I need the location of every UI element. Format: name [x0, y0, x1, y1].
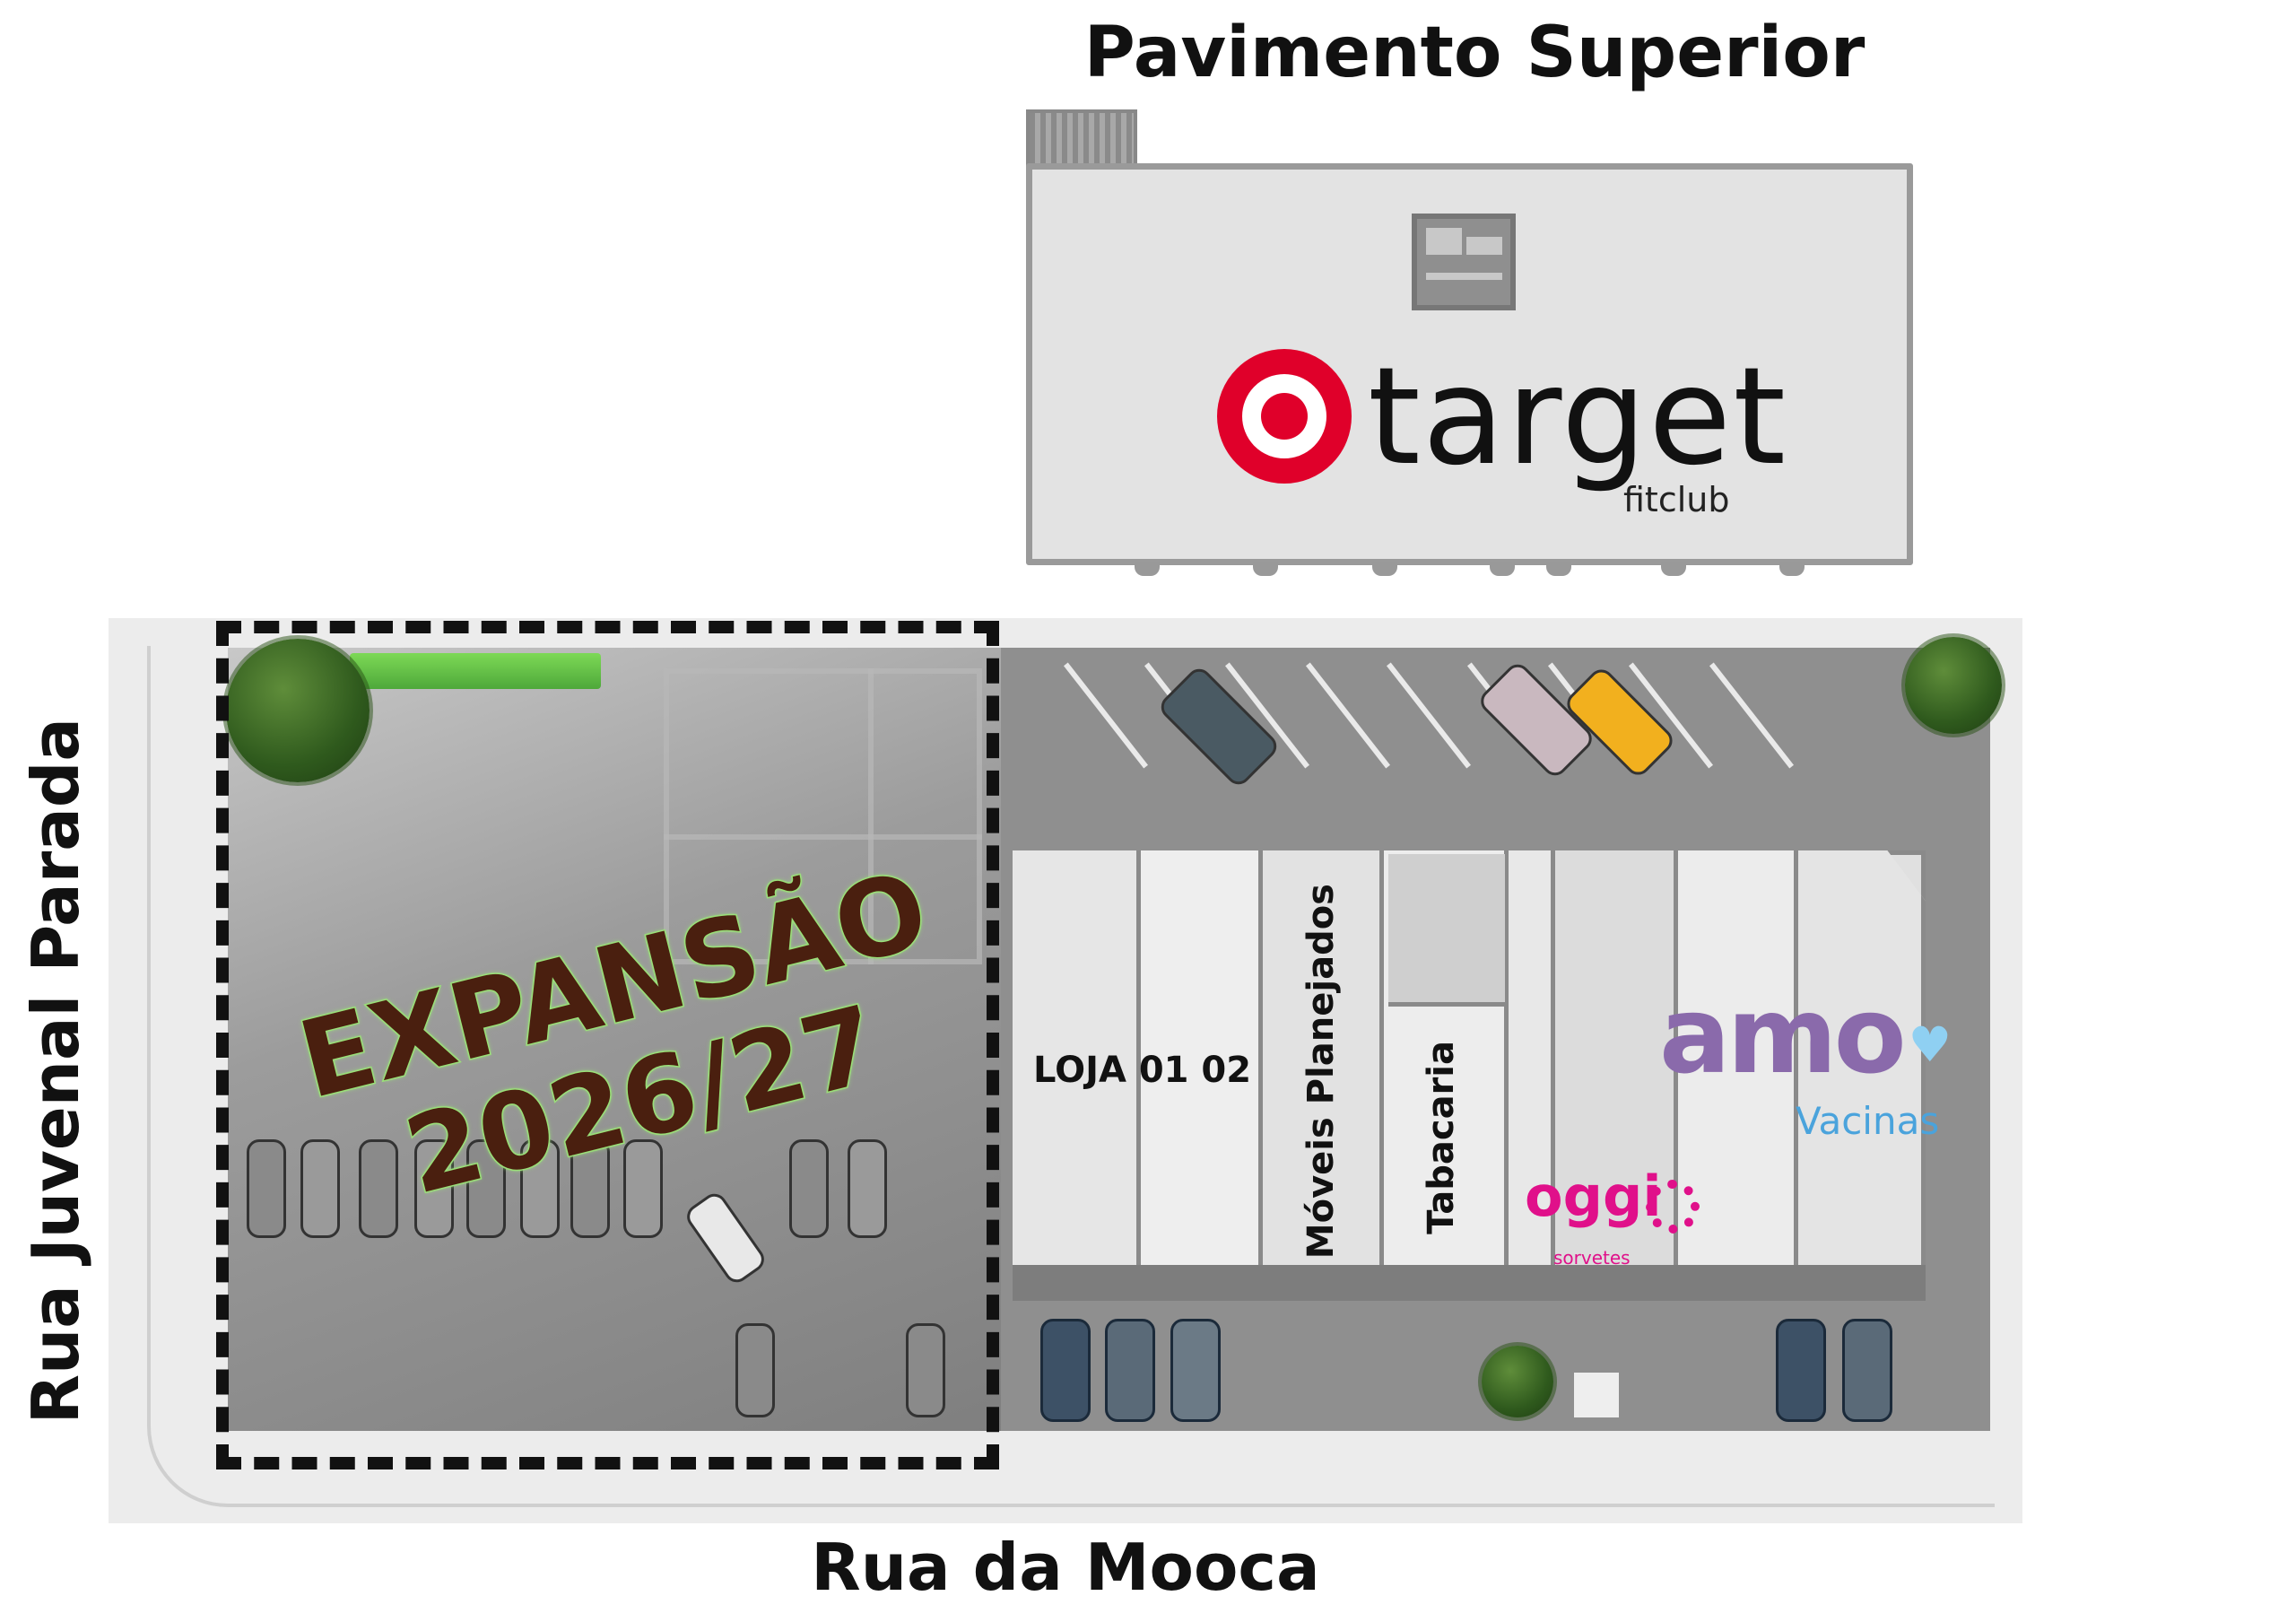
car-icon: [1105, 1319, 1155, 1422]
car-icon: [247, 1139, 286, 1238]
car-icon: [789, 1139, 829, 1238]
oggi-flower-icon: [1646, 1180, 1700, 1234]
floorplan-wall: [664, 834, 982, 840]
stairwell: [1388, 854, 1505, 1007]
tree-icon: [1482, 1346, 1553, 1417]
car-icon: [570, 1139, 610, 1238]
stairs-icon: [1412, 214, 1516, 310]
tree-icon: [1905, 637, 2002, 734]
pillar: [1490, 562, 1515, 576]
car-icon: [735, 1323, 775, 1417]
store-loja-02: [1141, 850, 1263, 1272]
target-brand: target: [1368, 339, 1788, 495]
car-icon: [359, 1139, 398, 1238]
street-left: Rua Juvenal Parada: [18, 718, 93, 1425]
pillar: [1779, 562, 1805, 576]
car-icon: [1842, 1319, 1892, 1422]
car-icon: [466, 1139, 506, 1238]
target-logo-dot: [1261, 393, 1308, 440]
store-label-loja: LOJA 01 02: [1033, 1050, 1252, 1091]
car-icon: [848, 1139, 887, 1238]
store-corridor: [1509, 850, 1555, 1272]
store-loja-01: [1013, 850, 1141, 1272]
heart-icon: ♥: [1908, 1016, 1952, 1074]
floorplan-wall: [868, 668, 874, 964]
store-moveis: [1263, 850, 1384, 1272]
car-icon: [300, 1139, 340, 1238]
store-label-moveis: Móveis Planejados: [1300, 884, 1342, 1260]
car-icon: [414, 1139, 454, 1238]
pillar: [1135, 562, 1160, 576]
target-subbrand: fitclub: [1623, 480, 1730, 519]
pillar: [1253, 562, 1278, 576]
pillar: [1661, 562, 1686, 576]
tree-icon: [226, 639, 370, 782]
floorplan-outline: [664, 668, 982, 964]
street-bottom: Rua da Mooca: [811, 1530, 1320, 1605]
grass-strip: [350, 653, 601, 689]
amo-logo: amo: [1659, 973, 1907, 1097]
amo-sub: Vacinas: [1796, 1099, 1940, 1143]
amo-logo-group: amo ♥: [1659, 973, 1952, 1097]
car-icon: [1170, 1319, 1221, 1422]
storefront-walkway: [1013, 1265, 1926, 1301]
car-icon: [1040, 1319, 1091, 1422]
floor-title: Pavimento Superior: [1083, 13, 1866, 93]
pillar: [1546, 562, 1571, 576]
car-icon: [623, 1139, 663, 1238]
kiosk: [1574, 1373, 1619, 1417]
building-annex: [1026, 109, 1137, 167]
store-amo-2: [1798, 850, 1926, 1272]
car-icon: [906, 1323, 945, 1417]
expansion-boundary: [216, 621, 999, 1469]
car-icon: [1776, 1319, 1826, 1422]
oggi-sub: sorvetes: [1553, 1247, 1631, 1269]
car-icon: [520, 1139, 560, 1238]
pillar: [1372, 562, 1397, 576]
sidewalk-curb: [147, 646, 1995, 1507]
oggi-logo: oggi: [1525, 1164, 1662, 1229]
store-label-tabacaria: Tabacaria: [1421, 1041, 1462, 1234]
